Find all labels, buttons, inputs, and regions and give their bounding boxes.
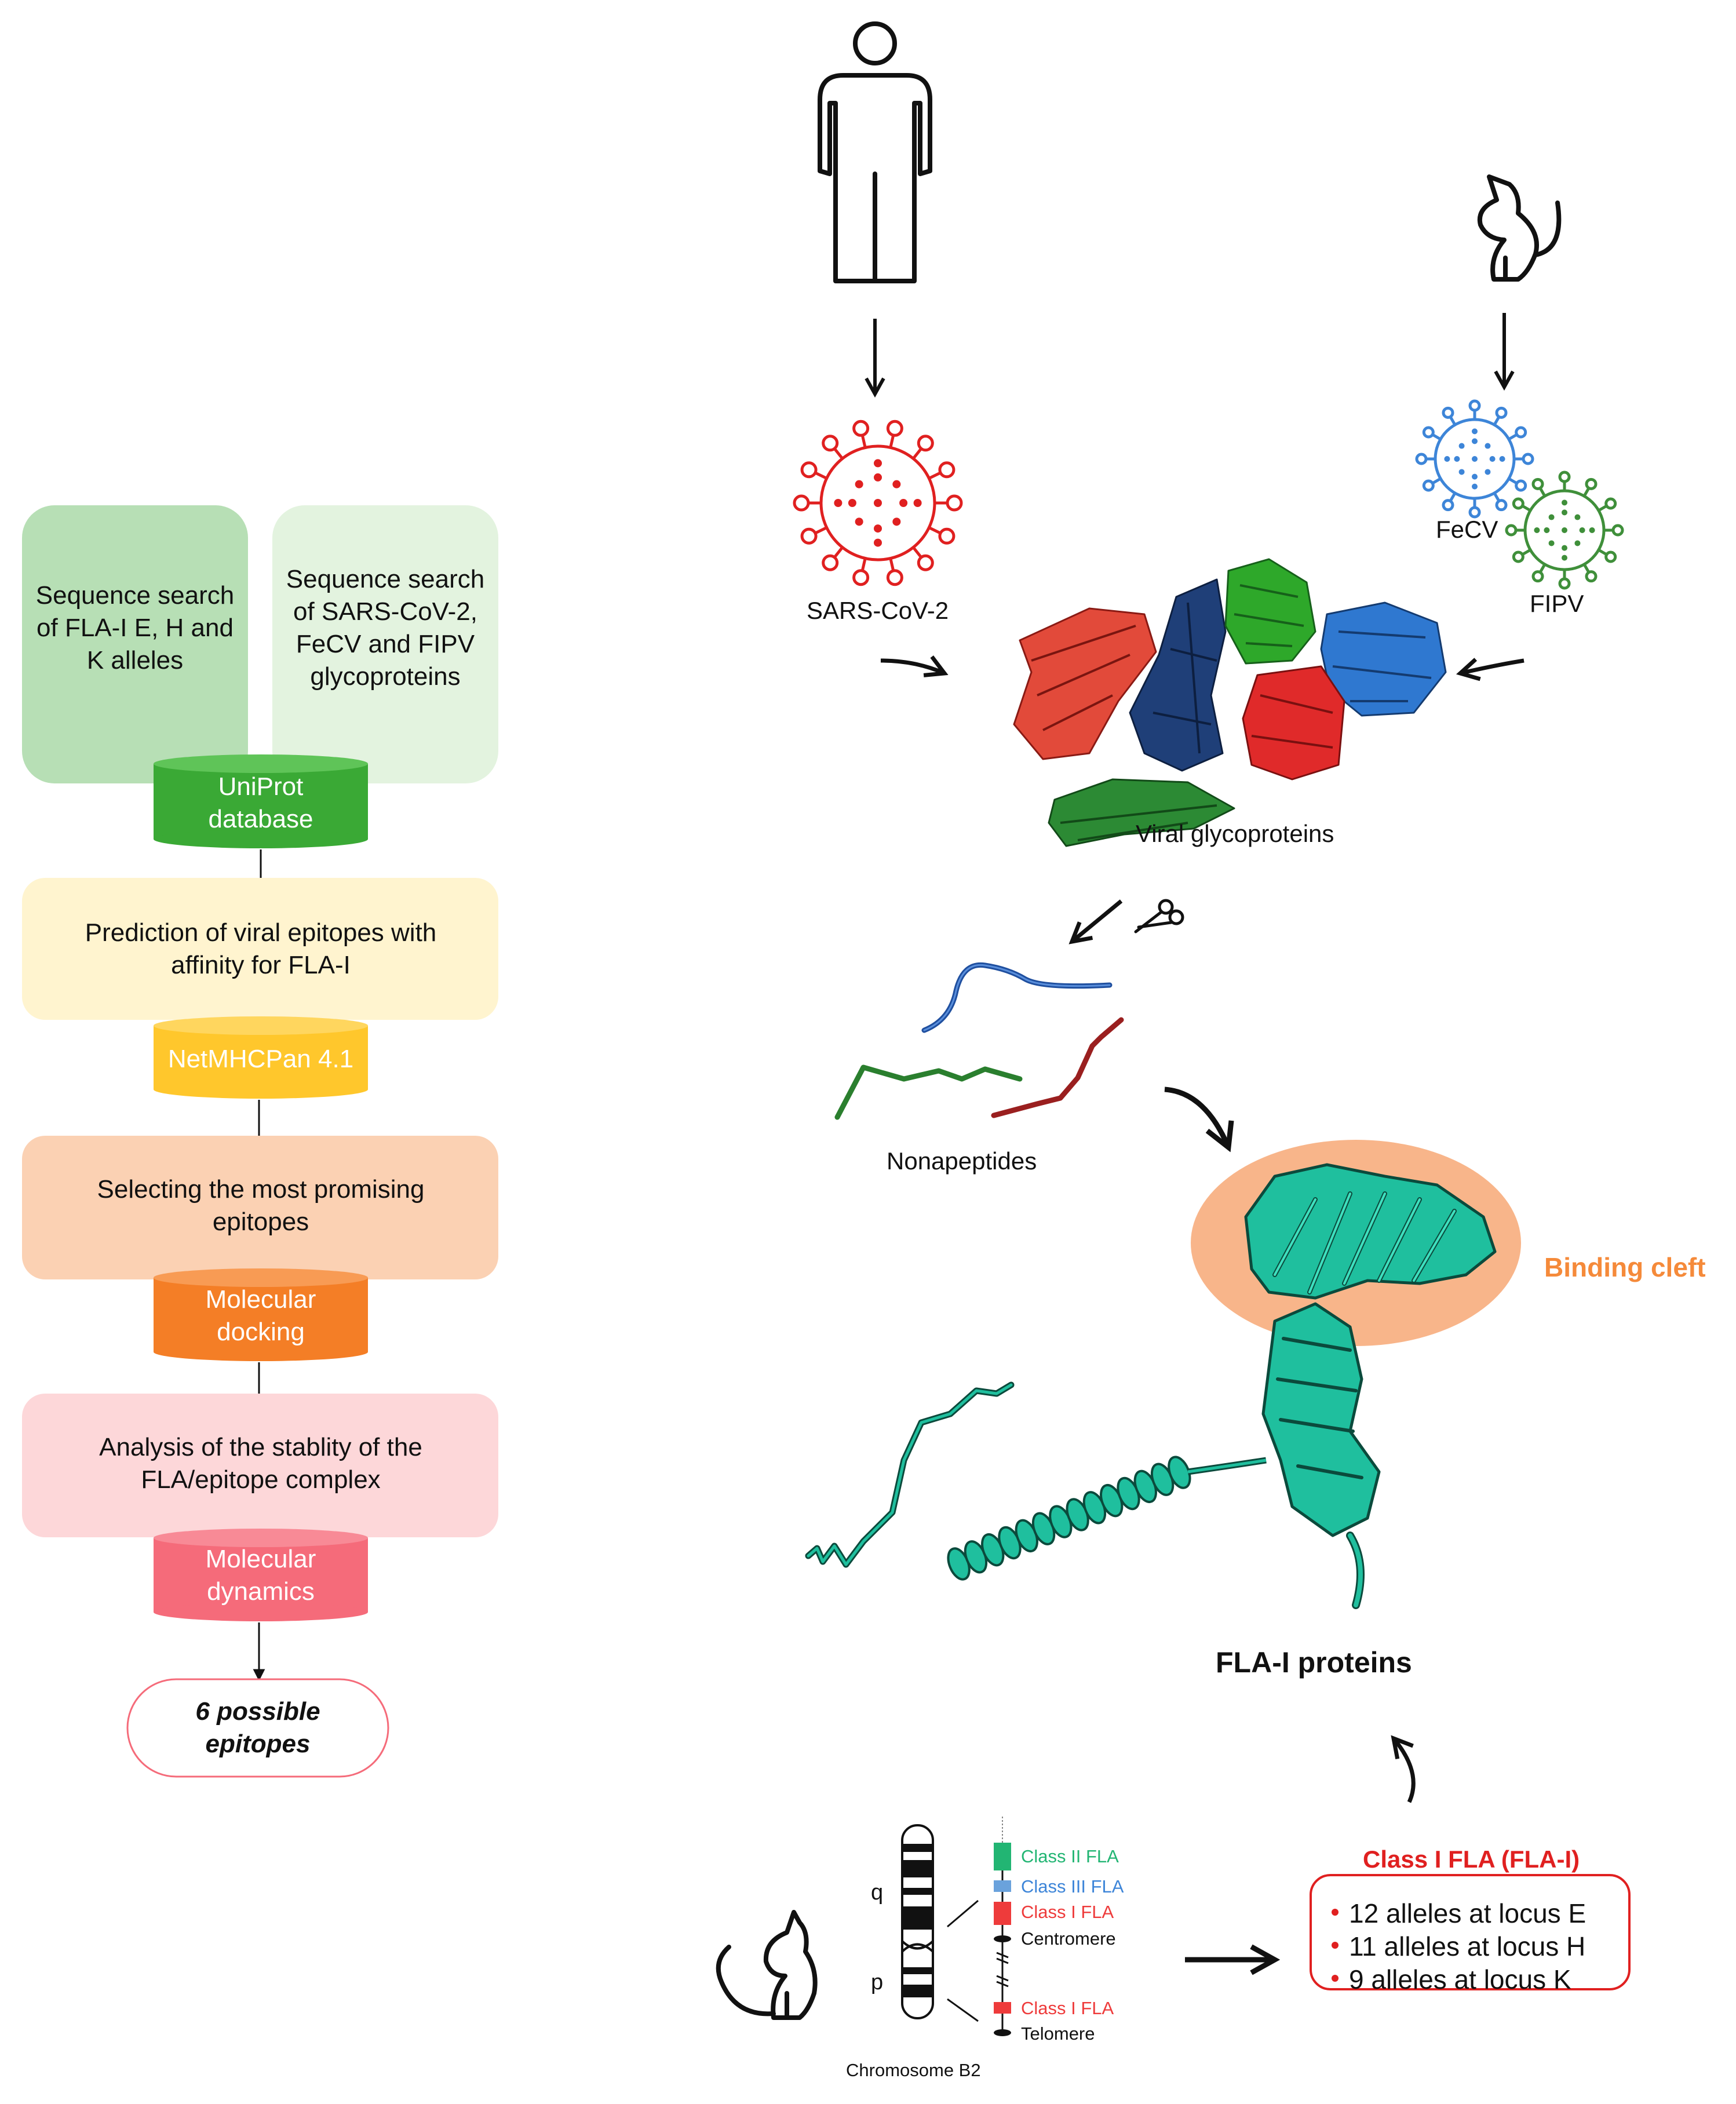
peptide-blue-hl: [923, 964, 1111, 1031]
result-box: [126, 1678, 389, 1778]
fecv-virus-icon: [1415, 399, 1534, 519]
chromosome-name-label: Chromosome B2: [846, 2060, 981, 2080]
netmhcpan-cylinder: [154, 1016, 368, 1099]
human-icon: [818, 21, 932, 283]
class3-fla-label: Class III FLA: [1021, 1876, 1124, 1897]
uniprot-cylinder: [154, 754, 368, 848]
fla-search-box: [22, 505, 248, 783]
stability-box: [22, 1394, 498, 1537]
fecv-label: FeCV: [1436, 516, 1498, 543]
sars-cov-2-virus-icon: [793, 420, 963, 586]
allele-item: 12 alleles at locus E: [1349, 1898, 1587, 1928]
viral-search-label: Sequence search of SARS-CoV-2, FeCV and …: [286, 565, 485, 691]
fla-i-tail: [805, 1381, 1015, 1568]
chromosome-map: [994, 1817, 1011, 2036]
alleles-title: Class I FLA (FLA-I): [1363, 1846, 1580, 1873]
telomere-label: Telomere: [1021, 2023, 1095, 2044]
allele-item: 11 alleles at locus H: [1349, 1931, 1586, 1961]
arrow-alleles-fla: [1394, 1738, 1416, 1803]
peptide-green: [834, 1064, 1023, 1120]
prediction-box: [22, 878, 498, 1020]
arm-q-label: q: [871, 1880, 884, 1905]
netmhcpan-label: NetMHCPan 4.1: [167, 1045, 354, 1073]
uniprot-label: UniProt database: [208, 772, 313, 833]
scissors-icon: [1134, 899, 1184, 934]
arrow-glyco-peptides: [1072, 899, 1123, 942]
arrow-sars-glyco: [880, 661, 944, 673]
arm-p-label: p: [871, 1970, 884, 1994]
arrow-fe-glyco: [1460, 661, 1525, 673]
result-label: 6 possible epitopes: [195, 1697, 320, 1758]
cat-icon-bottom: [716, 1910, 818, 2020]
selecting-box: [22, 1136, 498, 1279]
peptide-red: [991, 1017, 1124, 1118]
dynamics-label: Molecular dynamics: [205, 1545, 316, 1606]
binding-cleft-label: Binding cleft: [1544, 1252, 1706, 1282]
viral-glycoproteins-label: Viral glycoproteins: [1136, 820, 1334, 847]
class1-fla-label: Class I FLA: [1021, 1902, 1114, 1922]
class2-fla-label: Class II FLA: [1021, 1846, 1119, 1866]
fipv-label: FIPV: [1530, 590, 1584, 617]
dynamics-cylinder: [154, 1529, 368, 1621]
selecting-label: Selecting the most promising epitopes: [97, 1175, 425, 1236]
fipv-virus-icon: [1505, 471, 1624, 590]
docking-cylinder: [154, 1268, 368, 1361]
chromosome-b2: [901, 1824, 934, 2019]
arrow-peptides-fla: [1164, 1086, 1228, 1147]
alleles-box: [1310, 1874, 1631, 1990]
class1-fla-p-label: Class I FLA: [1021, 1998, 1114, 2018]
fla-i-helix: [947, 1456, 1191, 1581]
cat-icon-top: [1477, 174, 1562, 282]
nonapeptides-label: Nonapeptides: [887, 1147, 1037, 1175]
fla-search-label: Sequence search of FLA-I E, H and K alle…: [35, 581, 235, 674]
stability-label: Analysis of the stablity of the FLA/epit…: [99, 1433, 422, 1494]
fla-i-proteins-label: FLA-I proteins: [1216, 1646, 1412, 1679]
fla-i-protein-structure: [1244, 1163, 1497, 1609]
prediction-label: Prediction of viral epitopes with affini…: [85, 918, 437, 979]
docking-label: Molecular docking: [205, 1285, 316, 1346]
viral-glycoproteins-structure: [1013, 558, 1447, 847]
allele-item: 9 alleles at locus K: [1349, 1964, 1571, 1994]
viral-search-box: [272, 505, 498, 783]
centromere-label: Centromere: [1021, 1928, 1116, 1949]
sars-cov-2-label: SARS-CoV-2: [807, 597, 949, 624]
